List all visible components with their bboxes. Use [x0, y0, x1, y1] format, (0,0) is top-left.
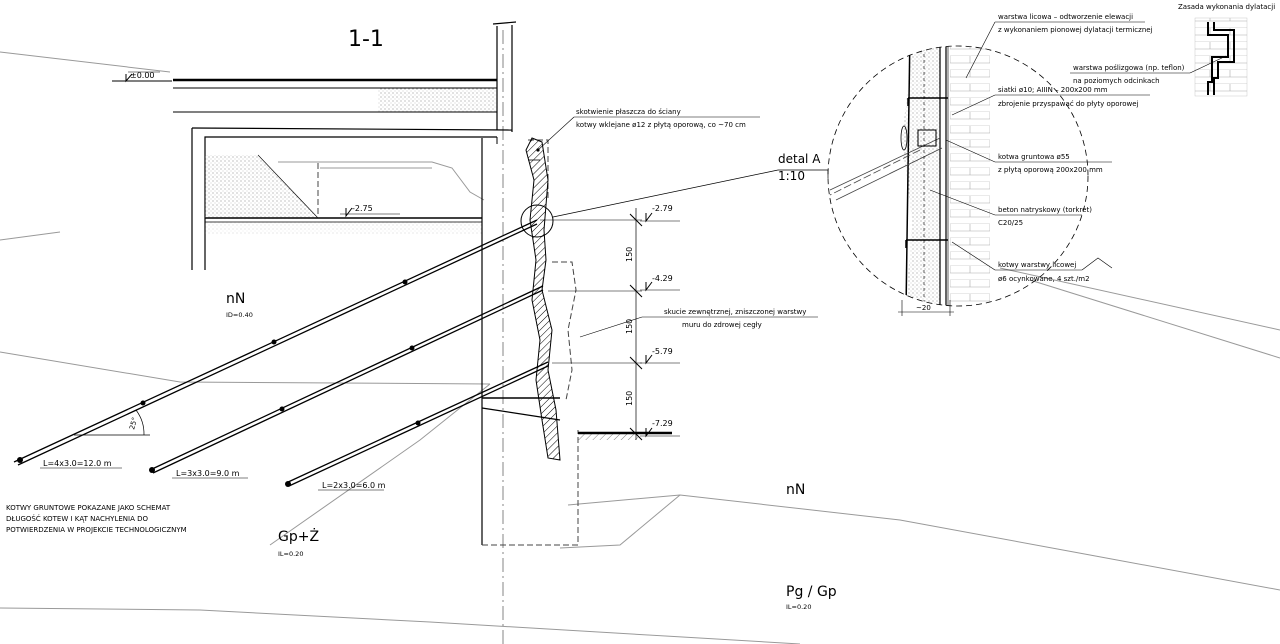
level-429: -4.29 — [652, 274, 673, 283]
soil-pg: Pg / Gp — [786, 584, 837, 600]
level-279: -2.79 — [652, 204, 673, 213]
anchor-3-length: L=2x3.0=6.0 m — [322, 481, 386, 490]
building-section — [173, 21, 579, 546]
detail-ref-scale: 1:10 — [778, 169, 805, 183]
soil-pg-il: IL=0.20 — [786, 603, 811, 611]
soil-nn-left: nN — [226, 291, 245, 307]
detail-dim: ~20 — [916, 304, 931, 312]
level-579: -5.79 — [652, 347, 673, 356]
level-275: -2.75 — [352, 204, 373, 213]
detail-kotwa-1: kotwa gruntowa ø55 — [998, 153, 1070, 161]
anchor-1 — [13, 219, 538, 466]
spacing-3: 150 — [625, 391, 634, 406]
level-markers — [112, 71, 680, 438]
detail-ref-name: detal A — [778, 152, 821, 166]
detail-beton-2: C20/25 — [998, 219, 1023, 227]
detail-licowa-1: warstwa licowa – odtworzenie elewacji — [998, 13, 1133, 21]
anchor-1-length: L=4x3.0=12.0 m — [43, 459, 112, 468]
detail-kotwy-1: kotwy warstwy licowej — [998, 261, 1076, 269]
note-line3: POTWIERDZENIA W PROJEKCIE TECHNOLOGICZNY… — [6, 526, 187, 534]
detail-licowa-2: z wykonaniem pionowej dylatacji termiczn… — [998, 26, 1153, 34]
ground-anchors — [13, 219, 549, 487]
anchor-angle: 25° — [128, 416, 139, 430]
spacing-1: 150 — [625, 247, 634, 262]
detail-a-view — [827, 21, 1150, 316]
detail-kotwy-2: ø6 ocynkowane, 4 szt./m2 — [998, 275, 1090, 283]
section-title: 1-1 — [348, 27, 384, 52]
soil-gp: Gp+Ż — [278, 527, 319, 545]
detail-siatki-2: zbrojenie przyspawać do płyty oporowej — [998, 100, 1139, 108]
dilatation-line1: warstwa poślizgowa (np. teflon) — [1073, 64, 1185, 72]
anchor-wall-line2: kotwy wklejane ø12 z płytą oporową, co ~… — [576, 121, 746, 129]
soil-boundaries — [0, 51, 1280, 644]
detail-beton-1: beton natryskowy (torkret) — [998, 206, 1092, 214]
level-729: -7.29 — [652, 419, 673, 428]
dilatation-sketch — [1070, 17, 1248, 97]
level-zero: ±0.00 — [130, 71, 155, 80]
dilatation-title: Zasada wykonania dylatacji — [1178, 3, 1275, 11]
dilatation-line2: na poziomych odcinkach — [1073, 77, 1160, 85]
anchor-wall-line1: skotwienie płaszcza do ściany — [576, 108, 681, 116]
dimension-chain — [540, 208, 643, 441]
detail-siatki-1: siatki ø10; AIIIN – 200x200 mm — [998, 86, 1108, 94]
note-line1: KOTWY GRUNTOWE POKAZANE JAKO SCHEMAT — [6, 504, 171, 512]
soil-nn-right: nN — [786, 482, 805, 498]
note-line2: DŁUGOŚĆ KOTEW I KĄT NACHYLENIA DO — [6, 514, 148, 523]
anchor-2 — [149, 285, 544, 474]
shotcrete-shell — [525, 137, 561, 461]
skucie-line2: muru do zdrowej cegły — [682, 321, 762, 329]
skucie-line1: skucie zewnętrznej, zniszczonej warstwy — [664, 308, 806, 316]
anchor-3 — [285, 361, 549, 487]
soil-gp-il: IL=0.20 — [278, 550, 303, 558]
anchor-2-length: L=3x3.0=9.0 m — [176, 469, 240, 478]
leaders — [520, 116, 829, 338]
spacing-2: 150 — [625, 319, 634, 334]
soil-nn-left-id: ID=0.40 — [226, 311, 253, 319]
detail-kotwa-2: z płytą oporową 200x200 mm — [998, 166, 1103, 174]
